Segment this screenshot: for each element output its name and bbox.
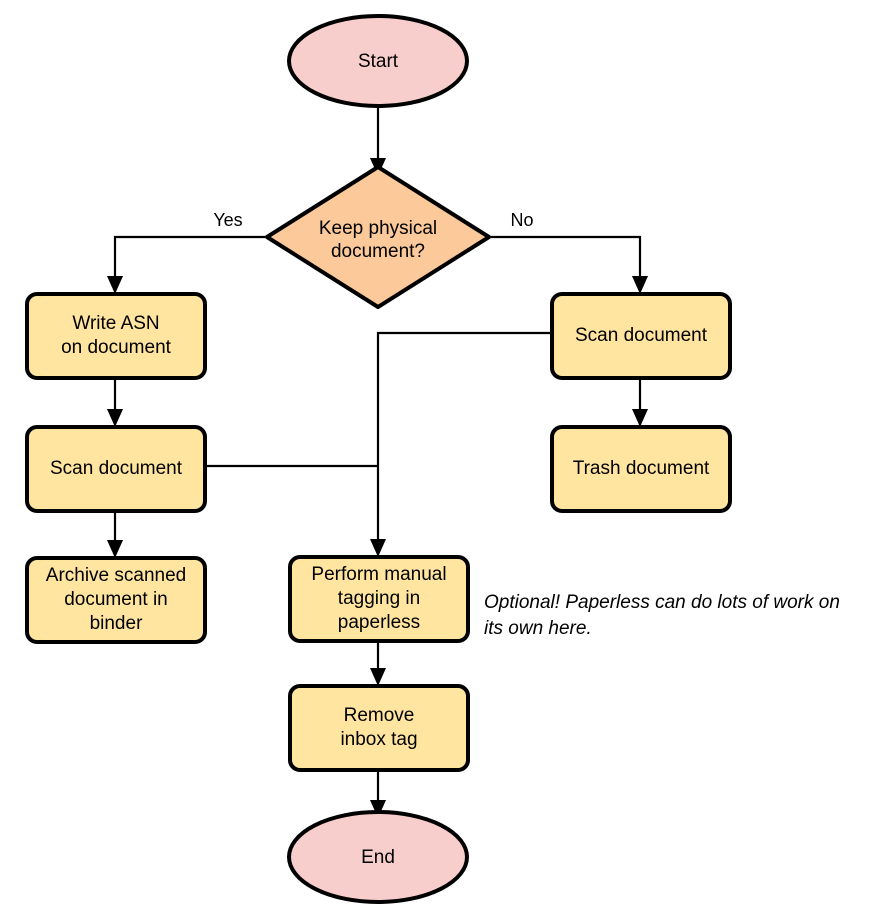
edge-label-no: No: [510, 210, 533, 230]
end-label: End: [361, 847, 395, 868]
edge-decision-no-to-scan-right: [491, 235, 648, 294]
tagging-label-line3: paperless: [338, 612, 420, 633]
optional-note-line2: its own here.: [484, 618, 592, 639]
end-ellipse[interactable]: [287, 810, 469, 904]
tagging-label-line2: tagging in: [338, 588, 420, 609]
arrowhead-icon: [107, 409, 123, 427]
archive-box[interactable]: [25, 556, 207, 644]
scan-document-left-label: Scan document: [50, 458, 183, 479]
node-write-asn-on-document[interactable]: Write ASN on document: [25, 292, 207, 380]
node-start[interactable]: Start: [287, 14, 469, 108]
optional-note-line1: Optional! Paperless can do lots of work …: [484, 592, 840, 613]
edge-remove-inbox-to-end: [370, 770, 386, 818]
node-end[interactable]: End: [287, 810, 469, 904]
annotation-optional-note: Optional! Paperless can do lots of work …: [484, 592, 840, 639]
node-remove-inbox-tag[interactable]: Remove inbox tag: [288, 684, 470, 772]
arrowhead-icon: [632, 276, 648, 294]
scan-document-right-box[interactable]: [550, 292, 732, 380]
trash-document-label: Trash document: [573, 458, 710, 479]
arrowhead-icon: [107, 276, 123, 294]
decision-diamond[interactable]: [265, 165, 491, 309]
start-label: Start: [358, 51, 399, 72]
arrowhead-icon: [107, 540, 123, 558]
trash-document-box[interactable]: [550, 425, 732, 513]
edge-write-asn-to-scan-left: [107, 378, 123, 427]
remove-inbox-label-line1: Remove: [344, 705, 415, 726]
edge-scan-right-to-tagging: [370, 331, 551, 557]
node-archive-scanned-document[interactable]: Archive scanned document in binder: [25, 556, 207, 644]
tagging-box[interactable]: [288, 555, 470, 643]
edge-tagging-to-remove-inbox: [370, 641, 386, 686]
remove-inbox-box[interactable]: [288, 684, 470, 772]
node-decision-keep-physical-document[interactable]: Keep physical document?: [265, 165, 491, 309]
decision-label-line1: Keep physical: [319, 218, 437, 239]
start-ellipse[interactable]: [287, 14, 469, 108]
archive-label-line1: Archive scanned: [46, 565, 186, 586]
decision-label-line2: document?: [331, 241, 425, 262]
write-asn-label-line1: Write ASN: [72, 313, 159, 334]
node-perform-manual-tagging[interactable]: Perform manual tagging in paperless: [288, 555, 470, 643]
arrowhead-icon: [370, 800, 386, 818]
scan-document-left-box[interactable]: [25, 425, 207, 513]
archive-label-line3: binder: [90, 613, 143, 634]
tagging-label-line1: Perform manual: [311, 564, 446, 585]
arrowhead-icon: [370, 668, 386, 686]
edge-label-yes: Yes: [213, 210, 242, 230]
node-trash-document[interactable]: Trash document: [550, 425, 732, 513]
edge-scan-left-to-archive: [107, 511, 123, 558]
remove-inbox-label-line2: inbox tag: [340, 729, 417, 750]
write-asn-label-line2: on document: [61, 337, 172, 358]
scan-document-right-label: Scan document: [575, 325, 708, 346]
edge-line: [113, 235, 265, 281]
arrowhead-icon: [370, 539, 386, 557]
edge-line: [491, 235, 642, 281]
archive-label-line2: document in: [64, 589, 168, 610]
edge-line: [376, 331, 551, 544]
node-scan-document-right[interactable]: Scan document: [550, 292, 732, 380]
write-asn-box[interactable]: [25, 292, 207, 380]
arrowhead-icon: [632, 409, 648, 427]
edge-decision-yes-to-write-asn: [107, 235, 265, 294]
edge-scan-right-to-trash: [632, 378, 648, 427]
node-scan-document-left[interactable]: Scan document: [25, 425, 207, 513]
